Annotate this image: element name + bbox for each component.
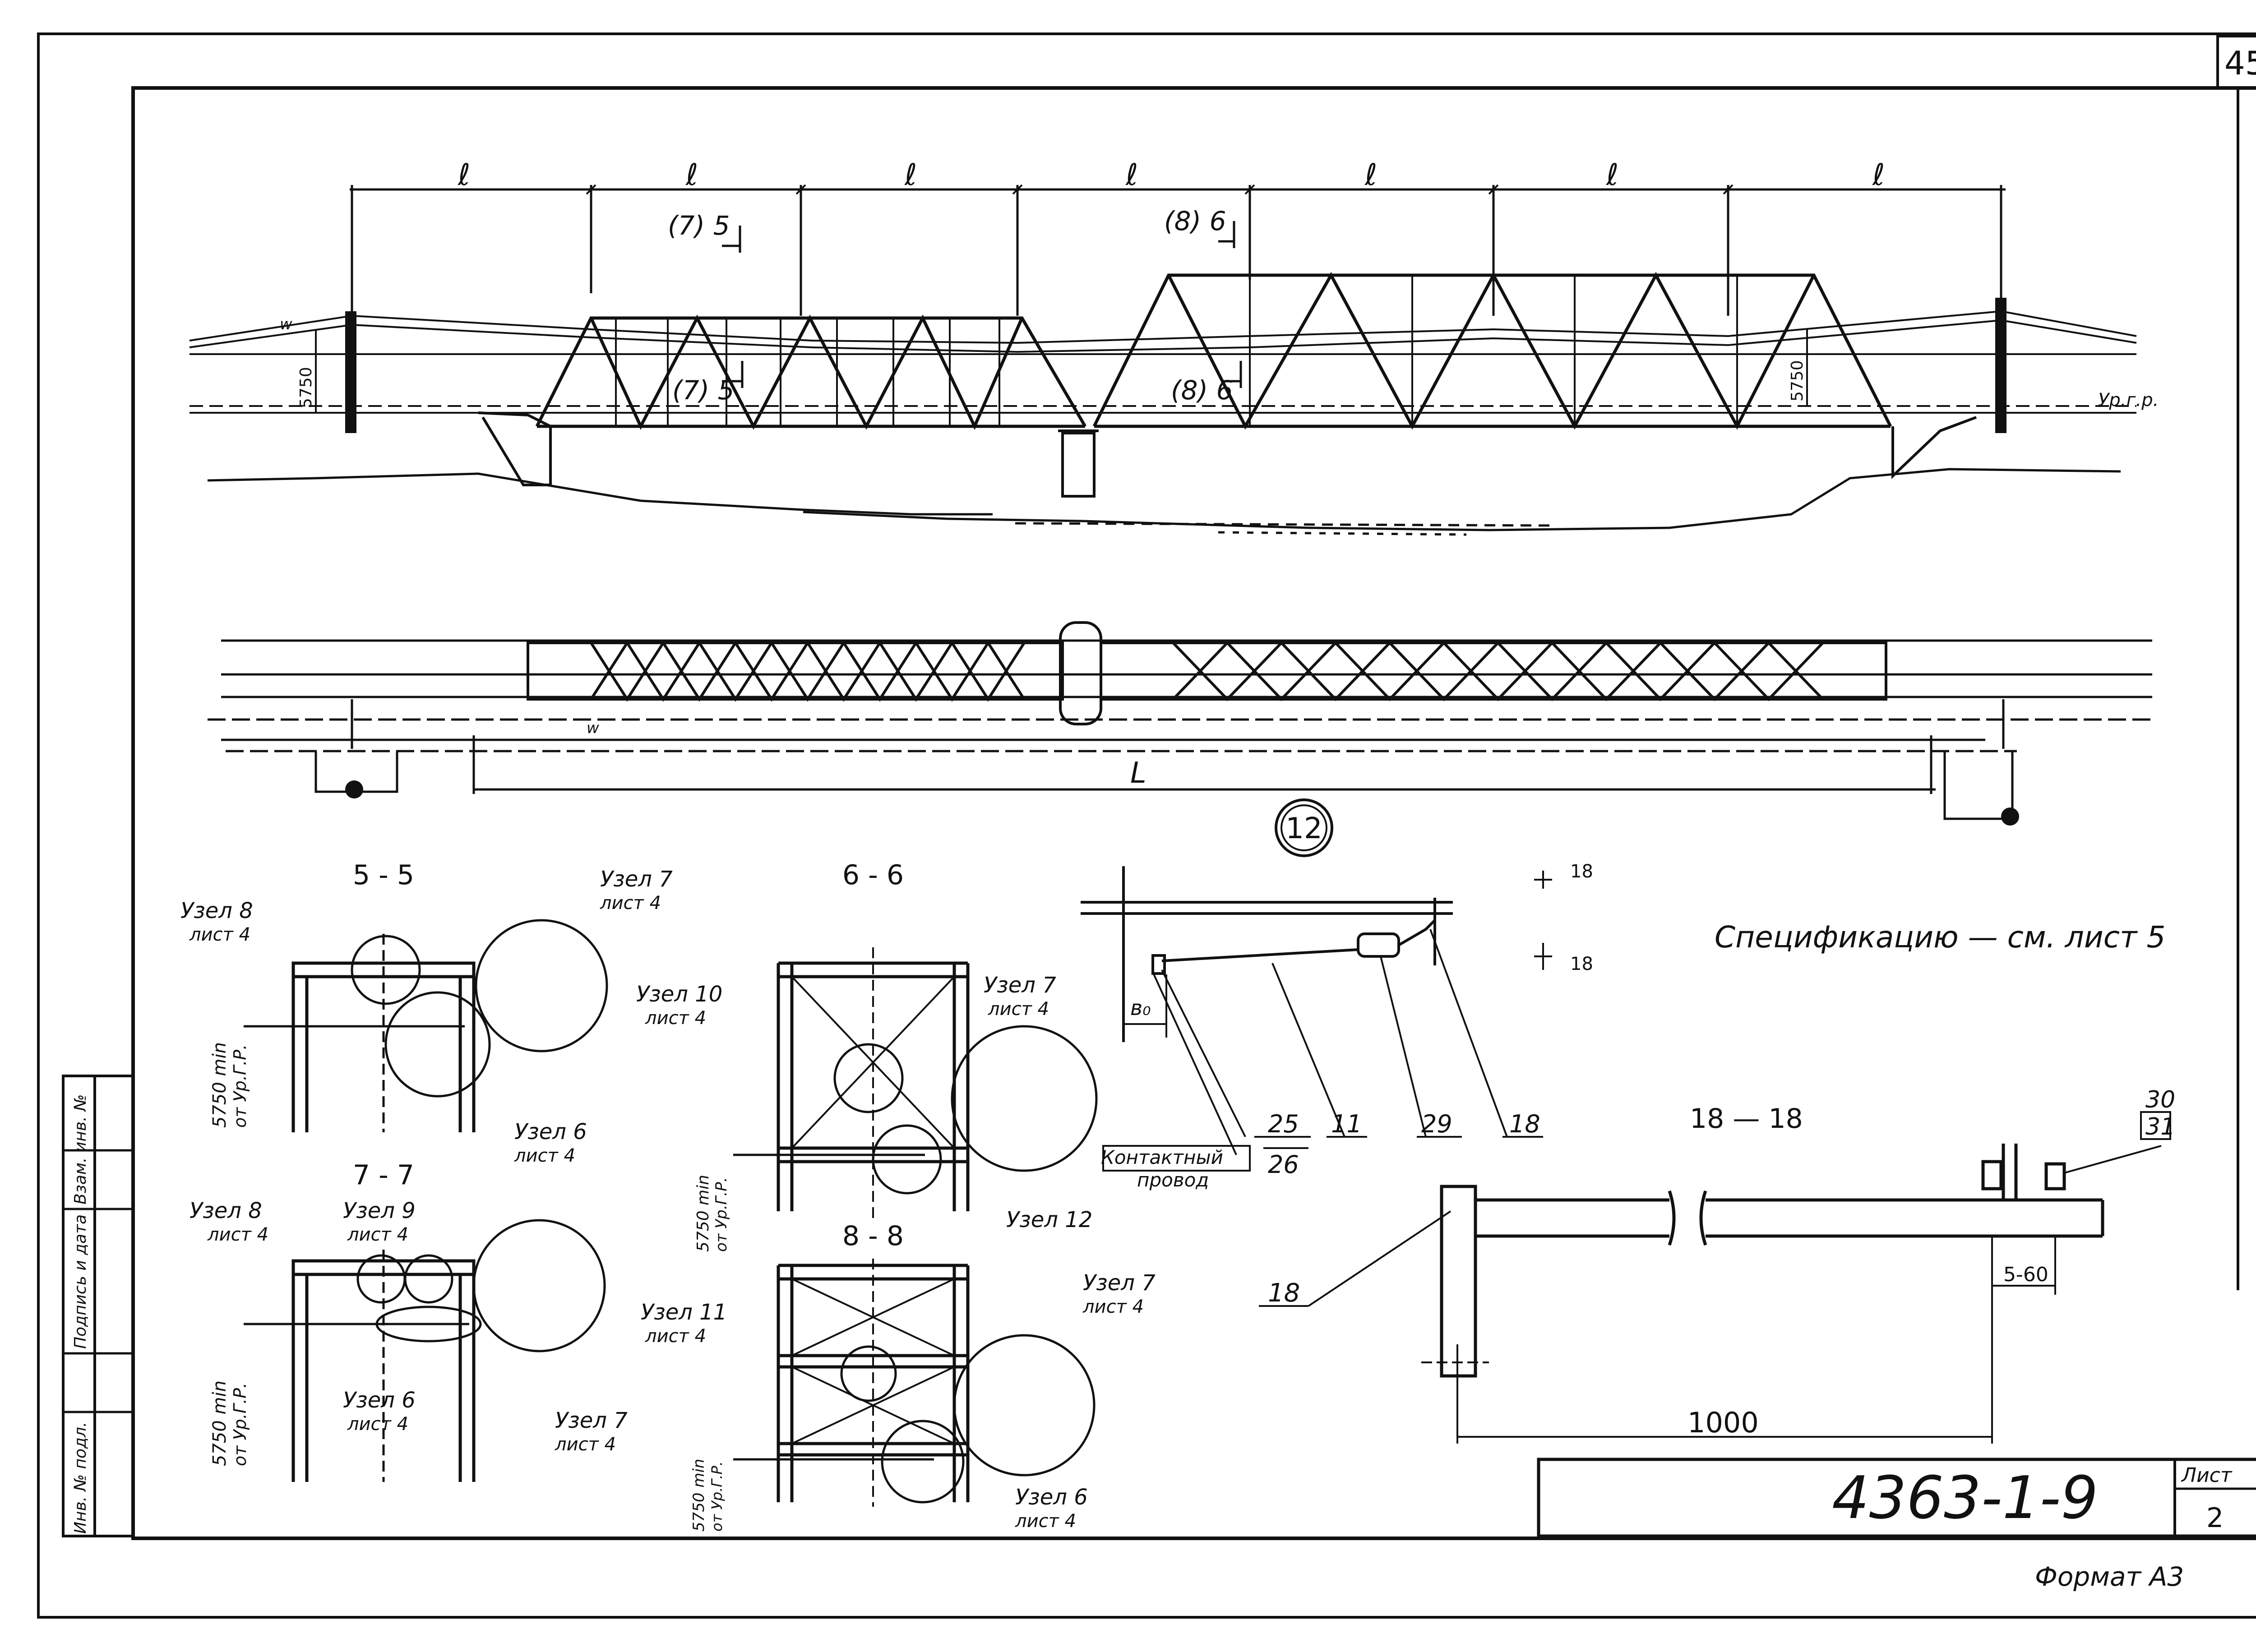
node-callout-sheet: лист 4 xyxy=(988,999,1049,1020)
elevation-view: w xyxy=(189,184,2159,536)
dim-gap: 5-60 xyxy=(2003,1263,2048,1286)
height-dim-sub: от Ур.Г.Р. xyxy=(708,1461,726,1532)
node-callout: Узел 12 xyxy=(1006,1207,1092,1232)
section-mark: (7) 5 xyxy=(672,375,735,406)
height-dim-sub: от Ур.Г.Р. xyxy=(230,1044,250,1128)
figure-number: 12 xyxy=(1285,812,1322,845)
part-number: 31 xyxy=(2145,1113,2175,1140)
height-dim-left: 5750 xyxy=(297,367,315,408)
node-callout: Узел 11 xyxy=(641,1300,727,1325)
span-label: ℓ xyxy=(1606,157,1618,192)
part-number: 29 xyxy=(1421,1110,1452,1138)
height-dim-sub: от Ур.Г.Р. xyxy=(230,1383,250,1466)
node-callout: Узел 7 xyxy=(600,867,673,892)
side-stamp xyxy=(62,1075,134,1537)
part-number: 18 xyxy=(1509,1110,1540,1138)
height-dim: 5750 min xyxy=(209,1042,230,1128)
node-callout-sheet: лист 4 xyxy=(645,1326,706,1347)
node-callout-sheet: лист 4 xyxy=(347,1224,408,1245)
contact-wire-label: Контактный xyxy=(1101,1146,1223,1168)
span-label: ℓ xyxy=(685,157,698,192)
node-callout: Узел 7 xyxy=(1083,1270,1156,1296)
node-callout-sheet: лист 4 xyxy=(189,924,250,945)
node-callout-sheet: лист 4 xyxy=(555,1434,616,1455)
node-callout-sheet: лист 4 xyxy=(347,1414,408,1435)
section-6-6 xyxy=(733,947,1098,1218)
contact-wire-label-2: провод xyxy=(1137,1169,1209,1191)
node-callout-sheet: лист 4 xyxy=(514,1145,575,1166)
plan-wire-letter: w xyxy=(587,719,599,737)
stamp-signature-date: Подпись и дата xyxy=(71,1214,90,1349)
page-number: 45 xyxy=(2224,44,2256,82)
section-title: 6 - 6 xyxy=(842,859,904,891)
node-callout-sheet: лист 4 xyxy=(645,1008,706,1029)
node-callout-sheet: лист 4 xyxy=(600,893,661,914)
spec-note: Спецификацию — см. лист 5 xyxy=(1715,920,2165,955)
figure-number-circle xyxy=(1275,798,1333,857)
detail-18-18 xyxy=(1259,1111,2171,1444)
node-callout: Узел 6 xyxy=(343,1388,416,1413)
span-label: ℓ xyxy=(458,157,470,192)
section-8-8 xyxy=(733,1259,1096,1507)
section-5-5 xyxy=(244,919,608,1132)
title-block xyxy=(1537,1458,2256,1538)
node-callout: Узел 7 xyxy=(555,1408,628,1433)
cut-mark: 18 xyxy=(1570,954,1593,974)
part-number: 30 xyxy=(2145,1086,2175,1113)
span-label: ℓ xyxy=(1364,157,1377,192)
sheet-frame xyxy=(37,32,2256,1619)
format-label: Формат А3 xyxy=(2035,1561,2184,1592)
node-callout: Узел 6 xyxy=(1015,1485,1088,1510)
node-callout-sheet: лист 4 xyxy=(1015,1511,1076,1532)
sheet-number: 2 xyxy=(2206,1502,2224,1534)
part-number: 25 xyxy=(1268,1110,1299,1138)
detail-title: 18 — 18 xyxy=(1690,1103,1803,1135)
node-callout: Узел 7 xyxy=(984,973,1056,998)
bracket-view xyxy=(1081,866,1552,1172)
wire-letter: w xyxy=(280,315,292,333)
span-label: ℓ xyxy=(1125,157,1138,192)
section-mark: (8) 6 xyxy=(1164,206,1226,236)
section-mark: (7) 5 xyxy=(668,210,730,241)
section-mark: (8) 6 xyxy=(1171,375,1233,406)
plan-view: w xyxy=(208,621,2152,826)
plan-length-label: L xyxy=(1130,757,1146,790)
node-callout: Узел 6 xyxy=(514,1119,587,1144)
part-number: 11 xyxy=(1331,1110,1362,1138)
ground-level-label: Ур.г.р. xyxy=(2098,390,2159,411)
height-dim: 5750 min xyxy=(209,1380,230,1466)
section-title: 5 - 5 xyxy=(353,859,414,891)
dim-b0: в₀ xyxy=(1130,996,1151,1020)
cut-mark: 18 xyxy=(1570,861,1593,882)
truss-span-2 xyxy=(1092,272,1892,430)
dim-length: 1000 xyxy=(1687,1406,1759,1439)
height-dim-sub: от Ур.Г.Р. xyxy=(712,1177,730,1252)
node-callout: Узел 8 xyxy=(190,1198,262,1223)
node-callout: Узел 9 xyxy=(343,1198,416,1223)
stamp-replace-inv: Взам. инв. № xyxy=(71,1094,90,1204)
height-dim-right: 5750 xyxy=(1788,360,1807,401)
part-number: 18 xyxy=(1268,1278,1300,1308)
node-callout: Узел 10 xyxy=(636,982,722,1007)
truss-span-1 xyxy=(535,314,1087,430)
node-callout-sheet: лист 4 xyxy=(207,1224,268,1245)
section-title: 8 - 8 xyxy=(842,1220,904,1252)
designation: 4363-1-9 xyxy=(1832,1463,2098,1532)
sheet-label: Лист xyxy=(2181,1464,2233,1487)
span-label: ℓ xyxy=(1872,157,1885,192)
part-number: 26 xyxy=(1268,1150,1299,1179)
height-dim: 5750 min xyxy=(694,1175,712,1252)
node-callout: Узел 8 xyxy=(180,898,253,923)
section-title: 7 - 7 xyxy=(353,1159,414,1191)
span-label: ℓ xyxy=(904,157,917,192)
stamp-inv-no: Инв. № подл. xyxy=(71,1422,90,1534)
height-dim: 5750 min xyxy=(690,1459,708,1532)
node-callout-sheet: лист 4 xyxy=(1082,1297,1144,1317)
section-7-7 xyxy=(244,1219,606,1482)
